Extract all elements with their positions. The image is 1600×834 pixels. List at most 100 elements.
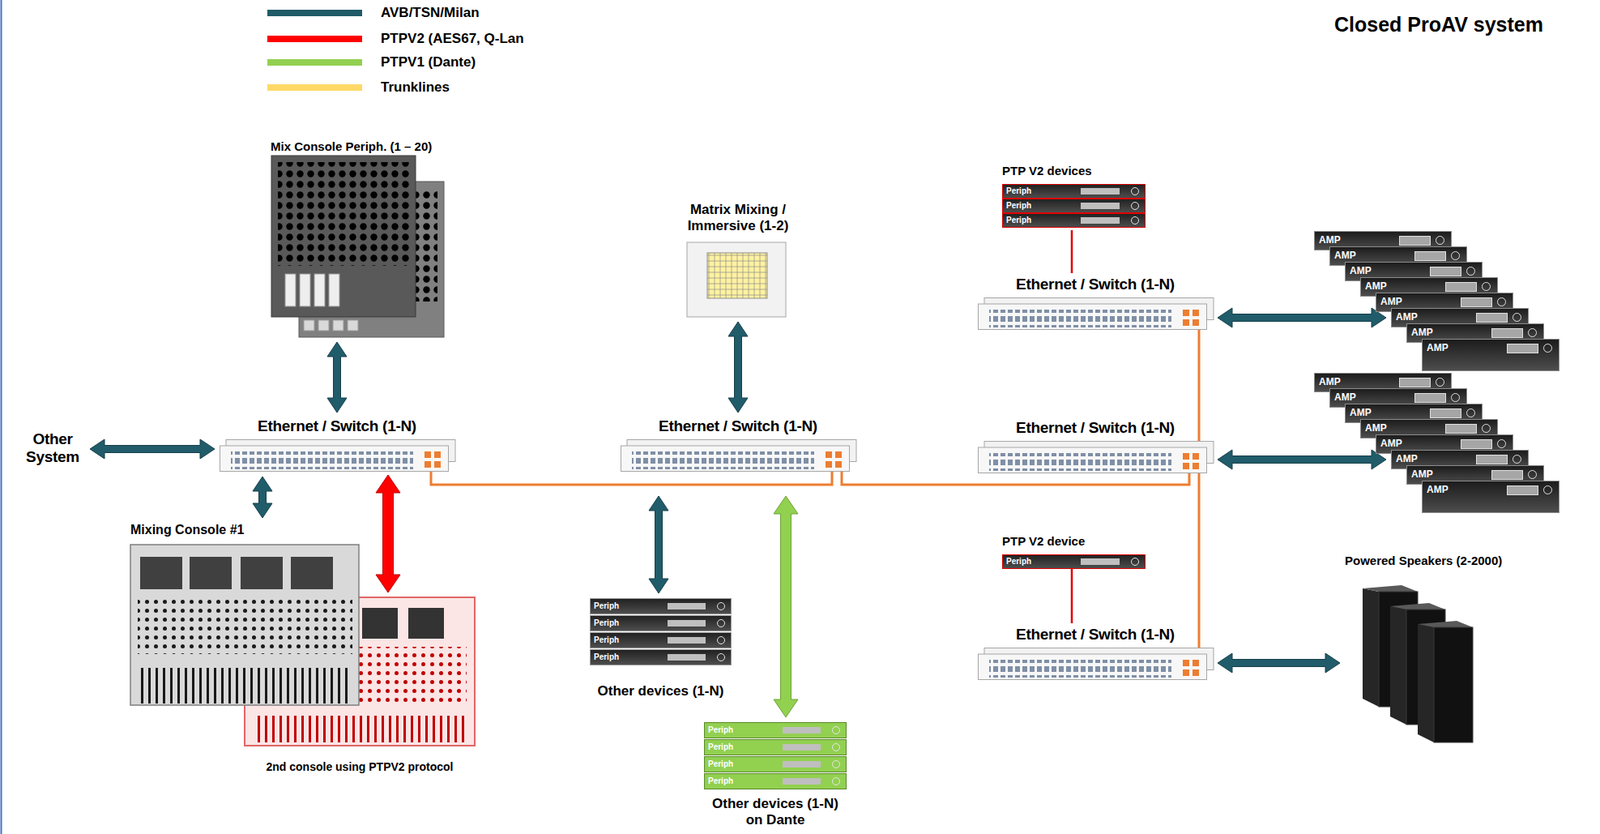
node-label: Periph (593, 635, 619, 645)
block-arrow (89, 439, 215, 459)
labelled-node: PTP V2 devicesPeriphPeriphPeriph (1002, 163, 1146, 231)
second-console-drawing-part (252, 715, 467, 743)
dante-device-box: Periph (704, 755, 847, 773)
node-label: AMP (1349, 406, 1372, 419)
node-label: Ethernet / Switch (1-N) (1015, 418, 1175, 437)
node-label: AMP (1411, 468, 1434, 480)
mixing-console-drawing-part (137, 597, 353, 654)
block-arrow (375, 474, 401, 593)
block-arrow (1217, 652, 1340, 673)
labelled-node: Powered Speakers (2-2000) (1344, 553, 1540, 750)
mix-console-periph-drawing-part (299, 273, 311, 307)
switch-drawing (220, 298, 1215, 680)
labelled-node: Ethernet / Switch (1-N) (977, 418, 1213, 474)
switch-drawing-part (978, 648, 1215, 680)
block-arrow (327, 341, 347, 413)
node-label: Ethernet / Switch (1-N) (1015, 625, 1175, 644)
mix-console-periph-drawing-part (318, 320, 329, 331)
labelled-node: 2nd console using PTPV2 protocol (244, 597, 475, 774)
labelled-node: Other devices (1-N)PeriphPeriphPeriphPer… (589, 597, 732, 700)
block-arrow (773, 495, 798, 717)
amplifier-box: AMP (1421, 480, 1560, 513)
legend-text: PTPV2 (AES67, Q-Lan (380, 30, 525, 47)
node-label: AMP (1334, 391, 1357, 403)
speaker-drawing-part (1433, 627, 1473, 743)
trunk-line (841, 471, 1190, 485)
node-label: AMP (1318, 375, 1341, 388)
node-label: Periph (1006, 200, 1032, 211)
node-label: 2nd console using PTPV2 protocol (265, 759, 453, 774)
node-label: PTP V2 devices (1002, 163, 1093, 179)
node-label: AMP (1380, 437, 1403, 449)
mixing-console-drawing-part (290, 556, 333, 589)
node-label: AMP (1426, 341, 1449, 354)
speaker-drawing-part (1390, 605, 1407, 725)
labelled-node: Ethernet / Switch (1-N) (977, 275, 1213, 330)
node-label: AMP (1411, 326, 1434, 338)
mixing-console-drawing-part (189, 556, 232, 589)
node-label: Ethernet / Switch (1-N) (257, 417, 417, 436)
labelled-node: Mix Console Periph. (1 – 20) (270, 139, 444, 338)
legend-text: Trunklines (380, 79, 450, 96)
node-label: Periph (708, 759, 734, 769)
ptp-device-box: Periph (1002, 213, 1146, 228)
mixing-console-drawing-part (130, 544, 359, 705)
speaker-drawing-part (1362, 584, 1418, 592)
block-arrow (728, 321, 748, 413)
device-box: Periph (589, 648, 732, 666)
node-label: Periph (708, 742, 734, 752)
matrix-drawing (686, 242, 786, 317)
legend-swatch (267, 35, 363, 43)
diagram-title: Closed ProAV system (1334, 12, 1544, 38)
node-label: Periph (1006, 186, 1032, 197)
labelled-node: Other System (20, 427, 86, 469)
mix-console-periph-drawing (271, 155, 444, 338)
speaker-drawing-part (1362, 588, 1379, 707)
mix-console-periph-drawing-part (347, 320, 359, 331)
speaker-drawing-part (1417, 623, 1434, 743)
matrix-drawing-part (707, 252, 768, 299)
node-label: AMP (1395, 311, 1418, 323)
node-label: Ethernet / Switch (1-N) (658, 417, 818, 436)
speaker-drawing-part (1390, 602, 1446, 610)
node-label: Periph (593, 601, 619, 611)
switch-drawing-part (220, 439, 457, 472)
mix-console-periph-drawing-part (271, 155, 416, 317)
node-label: AMP (1318, 234, 1341, 246)
labelled-node: Ethernet / Switch (1-N) (977, 625, 1213, 680)
ptp-line (1070, 230, 1074, 274)
matrix-drawing-part (686, 242, 786, 317)
switch-drawing-part (978, 298, 1215, 330)
labelled-node: PTP V2 devicePeriph (1002, 533, 1146, 569)
node-label: AMP (1395, 452, 1418, 465)
second-console-drawing-part (362, 607, 398, 639)
device-box: Periph (589, 631, 732, 649)
node-label: AMP (1365, 422, 1387, 434)
mix-console-periph-drawing-part (332, 320, 344, 331)
node-label: Mixing Console #1 (130, 522, 244, 538)
ptp-device-box: Periph (1002, 183, 1146, 199)
mixing-console-drawing (130, 544, 359, 705)
block-arrow (252, 476, 273, 518)
legend-swatch (267, 9, 363, 17)
node-label: Periph (593, 652, 619, 662)
node-label: Ethernet / Switch (1-N) (1015, 275, 1175, 294)
mixing-console-drawing-part (240, 556, 283, 589)
mixing-console-drawing-part (140, 556, 183, 589)
mix-console-periph-drawing-part (328, 273, 340, 307)
node-label: Periph (1006, 556, 1032, 567)
mix-console-periph-drawing-part (277, 162, 410, 266)
node-label: Other System (20, 430, 86, 467)
mix-console-periph-drawing-part (285, 273, 296, 307)
amplifier-box: AMP (1421, 338, 1560, 372)
device-box: Periph (589, 614, 732, 632)
switch-drawing-part (978, 441, 1215, 474)
node-label: Powered Speakers (2-2000) (1344, 553, 1502, 568)
node-label: AMP (1380, 295, 1403, 308)
dante-device-box: Periph (704, 721, 847, 739)
legend-swatch (267, 59, 363, 66)
node-label: Periph (708, 776, 734, 786)
block-arrow (648, 495, 669, 594)
node-label: PTP V2 device (1002, 533, 1085, 549)
node-label: Other devices (1-N) on Dante (707, 795, 844, 828)
